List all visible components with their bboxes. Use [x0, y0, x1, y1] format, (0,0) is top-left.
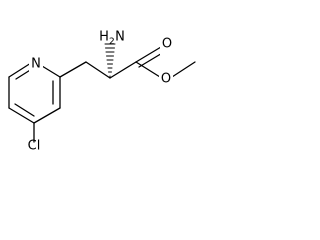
chlorine-label: Cl — [28, 139, 41, 154]
amine-subscript-label: 2 — [109, 37, 115, 47]
carbonyl-oxygen-label: O — [162, 37, 172, 52]
bond-carbonyl-o-double — [135, 46, 162, 63]
bond-c4-c5-double-inner — [14, 103, 35, 117]
bond-c4-c5 — [8, 107, 35, 124]
bond-ester-o-methyl — [171, 61, 196, 78]
ring-nitrogen-label: N — [31, 57, 41, 72]
bond-carbonyl-o-double-2 — [138, 51, 165, 68]
pyridine-ring — [8, 62, 61, 124]
amine-h-label: H — [99, 30, 109, 45]
side-chain — [33, 46, 196, 143]
bond-ring-ch2 — [59, 61, 87, 78]
bond-calpha-carbonyl — [109, 61, 137, 79]
bond-c3-c2 — [8, 62, 32, 78]
atom-labels: N H 2 N O O Cl — [28, 30, 174, 154]
bond-c1-n — [41, 65, 61, 78]
stereo-hash-bond — [104, 43, 116, 79]
bond-ch2-calpha — [85, 61, 111, 79]
bond-carbonyl-ester-o — [135, 61, 161, 78]
bond-c5-c6 — [33, 107, 61, 124]
ester-oxygen-label: O — [161, 72, 171, 87]
amine-n-label: N — [115, 30, 125, 45]
chemical-structure: N H 2 N O O Cl — [8, 30, 196, 154]
